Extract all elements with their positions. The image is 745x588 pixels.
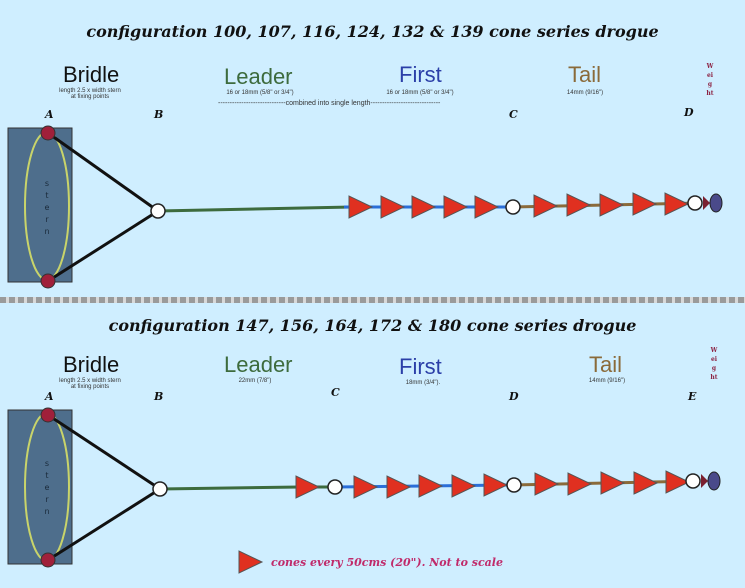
config1-cone xyxy=(599,193,625,217)
config2-point-b: B xyxy=(154,390,164,403)
config2-cone xyxy=(386,475,412,499)
config1-cone xyxy=(380,195,406,219)
config1-bridle-note-line1: length 2.5 x width stern xyxy=(59,88,121,94)
config1-bridle-note: length 2.5 x width stern at fixing point… xyxy=(50,88,130,100)
config1-title: configuration 100, 107, 116, 124, 132 & … xyxy=(86,22,659,41)
config1-cone xyxy=(664,192,690,216)
config1-cone xyxy=(411,195,437,219)
config1-tail-note: 14mm (9/16") xyxy=(566,90,604,96)
config1-bridle-lower xyxy=(47,209,159,283)
config2-stern-e: e xyxy=(45,483,50,492)
config1-connector-c xyxy=(505,199,521,215)
config2-cone xyxy=(567,472,593,496)
config1-stern-t: t xyxy=(45,191,48,200)
config2-fixing-point-top xyxy=(40,407,56,423)
config1-fixing-point-bottom xyxy=(40,273,56,289)
config2-tail-note: 14mm (9/16") xyxy=(588,378,626,384)
config2-cone xyxy=(665,470,691,494)
config2-point-e: E xyxy=(688,390,697,403)
config2-weight-tip xyxy=(701,474,708,488)
config2-stern-t: t xyxy=(45,471,48,480)
config1-stern-r: r xyxy=(45,215,49,224)
config2-bridle-lower xyxy=(47,487,161,562)
config2-point-d: D xyxy=(509,390,519,403)
config2-bridle-upper xyxy=(47,413,161,491)
config2-first-note: 18mm (3/4"). xyxy=(405,380,441,386)
config2-diagram: s t e r n xyxy=(7,407,721,568)
config1-leader-note: 16 or 18mm (5/8" or 3/4") xyxy=(226,90,294,96)
config1-connector-d xyxy=(687,195,703,211)
config2-point-c: C xyxy=(331,386,340,399)
config2-connector-c xyxy=(327,479,343,495)
config2-stern-n: n xyxy=(44,507,49,516)
config2-cone xyxy=(600,471,626,495)
config1-leader-line xyxy=(157,205,353,213)
config1-connector-b xyxy=(150,203,166,219)
config1-tail-label: Tail xyxy=(568,62,602,87)
config1-first-label: First xyxy=(399,62,442,87)
section-divider xyxy=(0,297,745,303)
config2-cone xyxy=(418,474,444,498)
config1-diagram: s t e r n xyxy=(7,125,723,289)
config1-stern-block xyxy=(7,127,73,283)
config1-weight xyxy=(709,193,723,213)
config2-cone xyxy=(451,474,477,498)
config1-bridle-upper xyxy=(47,131,159,213)
config2-weight-label: Weight xyxy=(710,347,718,381)
config2-connector-b xyxy=(152,481,168,497)
config2-title: configuration 147, 156, 164, 172 & 180 c… xyxy=(108,316,637,335)
config1-weight-label: Weight xyxy=(706,63,714,97)
config2-fixing-point-bottom xyxy=(40,552,56,568)
config1-point-b: B xyxy=(154,108,164,121)
config2-cone xyxy=(534,472,560,496)
config2-cone xyxy=(483,473,509,497)
config1-point-d: D xyxy=(684,106,694,119)
config1-cone xyxy=(632,192,658,216)
legend-text: cones every 50cms (20"). Not to scale xyxy=(271,556,503,569)
config2-stern-s: s xyxy=(45,459,49,468)
config1-combined-note: -----------------------------combined in… xyxy=(218,100,441,107)
config1-weight-tip xyxy=(703,196,710,210)
config2-cone xyxy=(633,471,659,495)
config2-tail-label: Tail xyxy=(589,352,623,377)
config1-cone xyxy=(566,193,592,217)
config1-cone xyxy=(474,195,500,219)
config1-stern-e: e xyxy=(45,203,50,212)
config1-stern-s: s xyxy=(45,179,49,188)
config1-point-c: C xyxy=(509,108,518,121)
config2-bridle-note: length 2.5 x width stern at fixing point… xyxy=(50,378,130,390)
config1-cone xyxy=(443,195,469,219)
config1-bridle-label: Bridle xyxy=(63,62,120,87)
config2-stern-block xyxy=(7,409,73,565)
config2-point-a: A xyxy=(45,390,54,403)
config1-cone xyxy=(348,195,374,219)
config2-bridle-note-line2: at fixing points xyxy=(70,384,110,390)
config2-first-label: First xyxy=(399,354,442,379)
config1-leader-label: Leader xyxy=(224,64,293,89)
config2-cone xyxy=(295,475,321,499)
config2-connector-e xyxy=(685,473,701,489)
config2-bridle-note-line1: length 2.5 x width stern xyxy=(59,378,121,384)
config2-leader-label: Leader xyxy=(224,352,293,377)
config2-connector-d xyxy=(506,477,522,493)
config1-stern-n: n xyxy=(44,227,49,236)
config1-cone xyxy=(533,194,559,218)
config2-bridle-label: Bridle xyxy=(63,352,120,377)
config2-stern-r: r xyxy=(45,495,49,504)
legend-cone-icon xyxy=(238,550,264,574)
config1-point-a: A xyxy=(45,108,54,121)
config2-weight xyxy=(707,471,721,491)
config2-leader-note: 22mm (7/8") xyxy=(238,378,272,384)
config1-first-note: 16 or 18mm (5/8" or 3/4") xyxy=(386,90,454,96)
config2-cone xyxy=(353,475,379,499)
config1-bridle-note-line2: at fixing points xyxy=(70,94,110,100)
config2-leader-line xyxy=(159,485,301,491)
config1-fixing-point-top xyxy=(40,125,56,141)
